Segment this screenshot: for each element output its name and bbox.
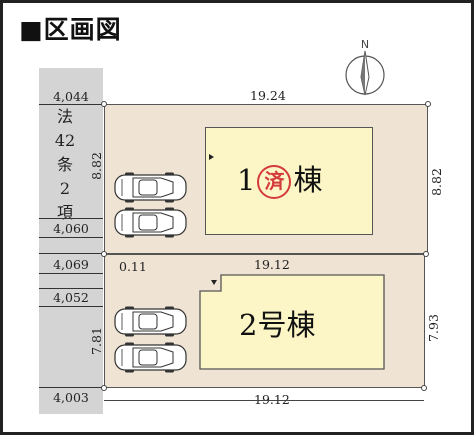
compass-north-label: N bbox=[361, 38, 369, 51]
dimension-line bbox=[104, 400, 424, 401]
lot-1-bottom-width: 19.12 bbox=[254, 257, 290, 272]
lot-1-right-depth: 8.82 bbox=[428, 168, 444, 196]
road-width-line bbox=[39, 273, 103, 274]
road-label-line: 条 bbox=[56, 155, 73, 174]
entrance-marker-icon bbox=[209, 154, 214, 160]
road-width-line bbox=[39, 104, 103, 105]
road-width-line bbox=[39, 218, 103, 219]
road-label-line: 2 bbox=[59, 179, 71, 198]
boundary-point bbox=[101, 385, 107, 391]
sold-stamp-icon: 済 bbox=[257, 165, 292, 199]
road-width-reading: 4,069 bbox=[53, 257, 89, 272]
page-title: ■区画図 bbox=[19, 15, 122, 44]
road-label-line: 項 bbox=[56, 203, 73, 222]
boundary-point bbox=[423, 251, 429, 257]
house-1-number: 1 bbox=[237, 163, 256, 197]
house-1-suffix: 棟 bbox=[293, 163, 323, 197]
lot-2-left-depth: 7.81 bbox=[88, 327, 104, 355]
lot-1-top-width: 19.24 bbox=[250, 88, 286, 103]
boundary-point bbox=[101, 101, 107, 107]
road-label-line: 法 bbox=[56, 107, 73, 126]
house-2-label: 2号棟 bbox=[239, 308, 316, 342]
lot-2-right-depth: 7.93 bbox=[425, 314, 441, 342]
lot-2-bottom-width: 19.12 bbox=[254, 392, 290, 407]
road-width-reading: 4,044 bbox=[53, 89, 89, 104]
boundary-point bbox=[421, 385, 427, 391]
boundary-point bbox=[101, 251, 107, 257]
road-width-line bbox=[39, 387, 103, 388]
entrance-marker-icon bbox=[211, 280, 217, 285]
road-width-line bbox=[39, 237, 103, 238]
corner-offset-label: 0.11 bbox=[119, 259, 147, 274]
road-label-line: 42 bbox=[54, 131, 76, 150]
road-strip bbox=[39, 68, 103, 414]
road-width-line bbox=[39, 253, 103, 254]
boundary-point bbox=[425, 101, 431, 107]
car-icon bbox=[114, 172, 187, 203]
road-width-reading: 4,052 bbox=[53, 290, 89, 305]
car-icon bbox=[114, 342, 187, 373]
car-icon bbox=[114, 306, 187, 337]
road-width-line bbox=[39, 288, 103, 289]
house-2-footprint bbox=[199, 274, 385, 370]
road-width-line bbox=[39, 306, 103, 307]
road-legal-label: 法 42 条 2 項 bbox=[47, 105, 83, 225]
lot-1-left-depth: 8.82 bbox=[88, 152, 104, 180]
road-width-reading: 4,060 bbox=[53, 221, 89, 236]
north-compass-icon: N bbox=[345, 38, 385, 96]
road-width-reading: 4,003 bbox=[53, 390, 89, 405]
car-icon bbox=[114, 207, 187, 238]
